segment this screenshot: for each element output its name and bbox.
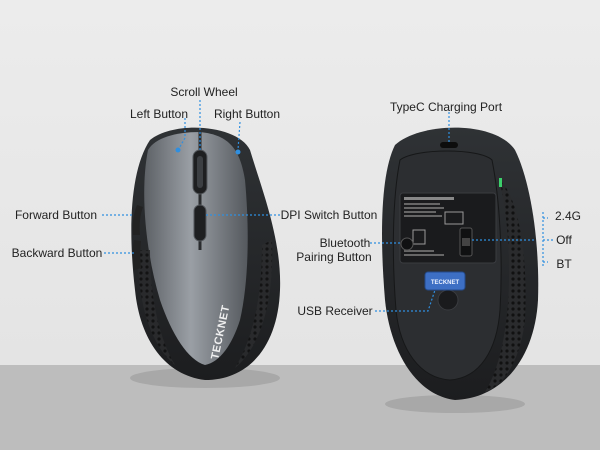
label-left-button: Left Button [130, 107, 188, 121]
mouse-base-plate [392, 150, 502, 381]
label-usb-receiver: USB Receiver [297, 304, 372, 318]
label-switch-bt: BT [556, 257, 572, 271]
optical-sensor-icon [437, 289, 459, 311]
mouse-front-view: TECKNET [130, 127, 281, 388]
label-scroll-wheel: Scroll Wheel [170, 85, 237, 99]
forward-button [132, 205, 143, 235]
usb-receiver [424, 271, 466, 291]
callout-labels: Scroll Wheel Left Button Right Button Fo… [12, 85, 581, 318]
dpi-switch-button [193, 204, 207, 242]
receiver-brand-logo: TECKNET [431, 280, 460, 286]
label-right-button: Right Button [214, 107, 280, 121]
label-switch-off: Off [556, 233, 572, 247]
label-backward-button: Backward Button [12, 246, 103, 260]
front-callout-leaders [102, 100, 280, 254]
bluetooth-pairing-button [400, 237, 414, 251]
status-led [499, 178, 502, 187]
mouse-front-shell [144, 132, 248, 365]
mouse-bottom-view: TECKNET [382, 127, 539, 413]
label-typec-port: TypeC Charging Port [390, 100, 503, 114]
label-dpi-switch-button: DPI Switch Button [281, 208, 378, 222]
backward-button [132, 240, 141, 270]
label-bt-pairing-line2: Pairing Button [296, 250, 371, 264]
typec-port-icon [440, 142, 458, 148]
label-switch-24g: 2.4G [555, 209, 581, 223]
label-bt-pairing-line1: Bluetooth [320, 236, 371, 250]
label-forward-button: Forward Button [15, 208, 97, 222]
back-callout-leaders [370, 112, 553, 312]
